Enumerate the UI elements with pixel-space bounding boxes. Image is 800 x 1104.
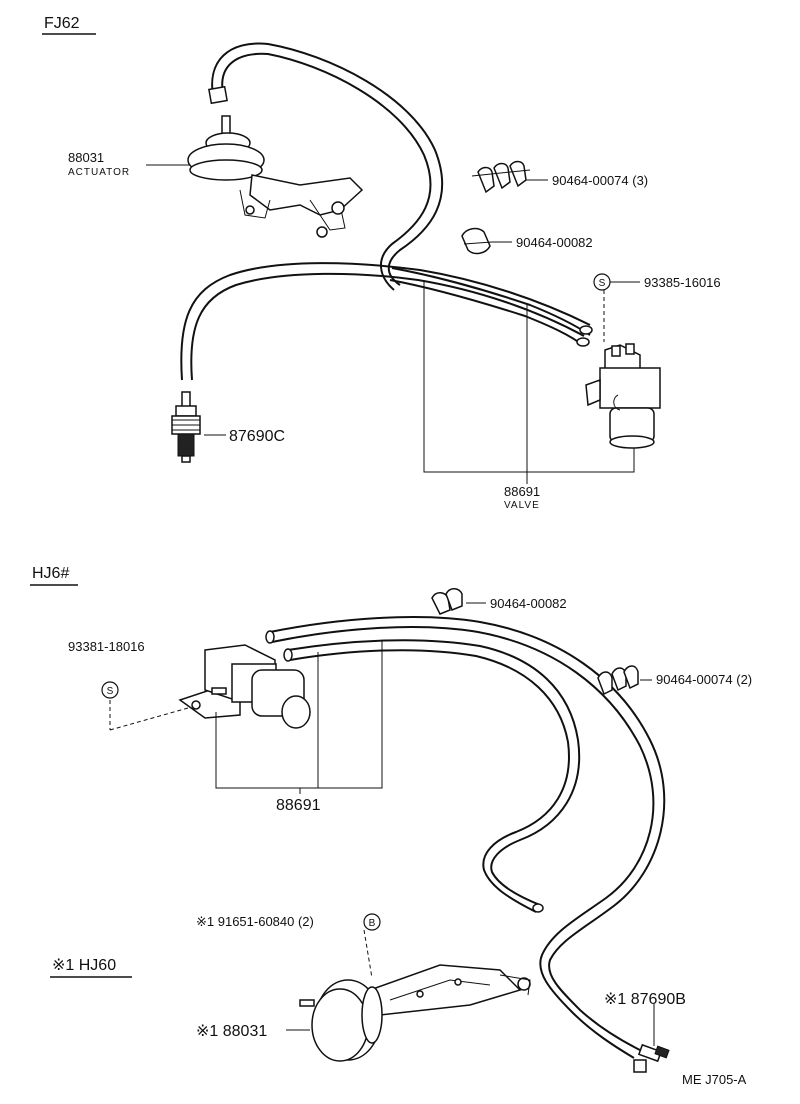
s-marker-top: S: [593, 273, 611, 291]
section-hj60: ※1 HJ60 B ※1: [50, 913, 686, 1073]
section-label-hj60: ※1 HJ60: [52, 957, 116, 974]
vacuum-hose-upper: [208, 42, 444, 291]
actuator-diagram-bottom: [299, 964, 531, 1062]
s-marker-bottom: S: [101, 681, 119, 699]
label-s-mark-bottom: 93381-18016: [68, 639, 145, 654]
clip-diagram-top-single: [461, 227, 493, 255]
section-label-fj62: FJ62: [44, 15, 80, 32]
vacuum-hose-lower: [180, 262, 593, 381]
valve-diagram-bottom: [178, 644, 311, 729]
section-hj6x: HJ6#: [30, 565, 752, 1059]
label-sensor-top: 87690C: [229, 428, 285, 445]
clip-diagram-top-3: [471, 160, 531, 194]
label-clip-bottom-2: 90464-00074 (2): [656, 672, 752, 687]
valve-diagram-top: [585, 343, 661, 449]
label-bolt-bottom: ※1 91651-60840 (2): [196, 914, 314, 929]
label-clip-top-3: 90464-00074 (3): [552, 173, 648, 188]
label-valve-top-number: 88691: [504, 484, 540, 499]
label-sensor-bottom: ※1 87690B: [604, 991, 686, 1008]
leader-valve-top: [423, 280, 635, 484]
label-actuator-top-number: 88031: [68, 150, 104, 165]
b-marker: B: [363, 913, 381, 931]
label-actuator-bottom: ※1 88031: [196, 1023, 267, 1040]
s-marker-bottom-text: S: [107, 686, 114, 697]
b-marker-text: B: [369, 918, 376, 929]
sensor-diagram-top: [171, 391, 201, 463]
diagram-footer-code: ME J705-A: [682, 1072, 747, 1087]
label-s-mark-top: 93385-16016: [644, 275, 721, 290]
label-actuator-top-name: ACTUATOR: [68, 167, 130, 178]
clip-diagram-bottom-single: [431, 588, 463, 615]
label-clip-top-single: 90464-00082: [516, 235, 593, 250]
label-clip-bottom-single: 90464-00082: [490, 596, 567, 611]
label-valve-bottom: 88691: [276, 797, 321, 814]
section-fj62: FJ62: [42, 15, 721, 511]
vacuum-hoses-bottom: [265, 616, 666, 1059]
label-valve-top-name: VALVE: [504, 500, 540, 511]
actuator-diagram-top: [187, 115, 364, 238]
leader-valve-bottom: [215, 640, 383, 794]
leader-bolt-bottom: [363, 929, 373, 979]
leader-s-mark-bottom: [109, 700, 189, 731]
s-marker-top-text: S: [599, 278, 606, 289]
sensor-diagram-bottom: [633, 1043, 670, 1073]
section-label-hj6x: HJ6#: [32, 565, 69, 582]
clip-diagram-bottom-2: [597, 665, 639, 696]
